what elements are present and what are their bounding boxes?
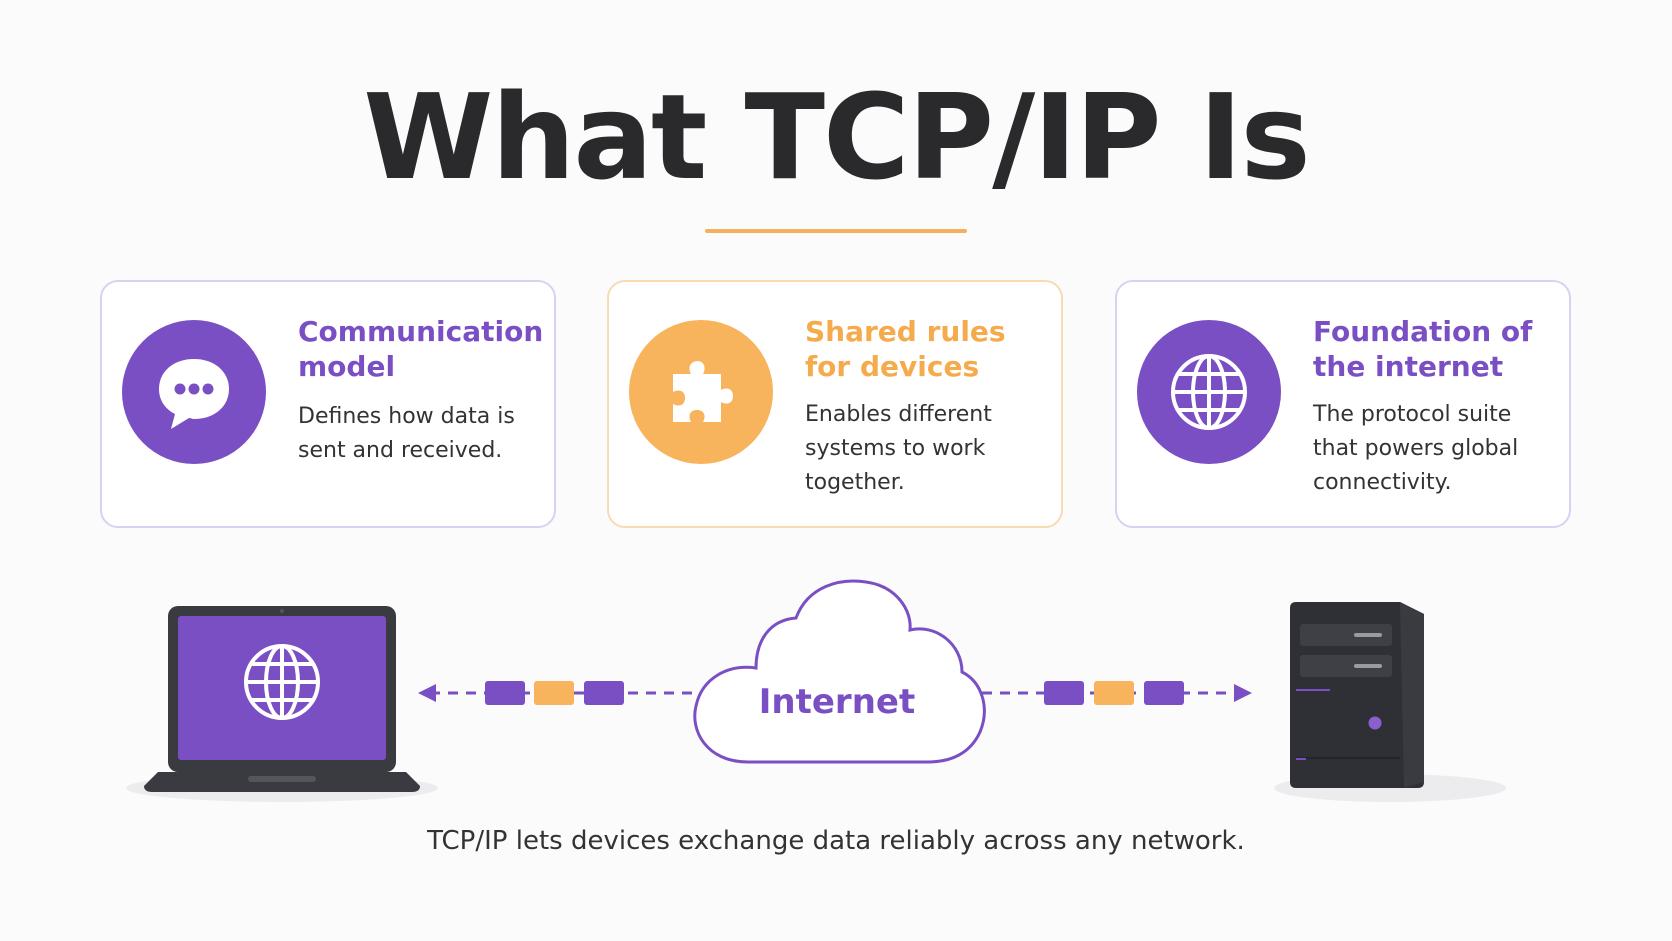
laptop-icon	[144, 606, 420, 792]
puzzle-piece-icon	[629, 320, 773, 464]
card-heading: Communication model	[298, 315, 544, 383]
left-data-flow	[418, 681, 692, 705]
cloud-icon	[693, 579, 986, 764]
caption: TCP/IP lets devices exchange data reliab…	[427, 826, 1245, 856]
card-heading: Shared rules for devices	[805, 315, 1006, 383]
globe-icon	[1137, 320, 1281, 464]
internet-label: Internet	[758, 682, 916, 722]
server-icon	[1290, 602, 1424, 788]
right-data-flow	[982, 681, 1252, 705]
card-heading: Foundation of the internet	[1313, 315, 1533, 383]
card-description: Enables different systems to work togeth…	[805, 402, 992, 495]
title-underline	[705, 229, 967, 233]
network-diagram: Internet	[0, 560, 1672, 820]
card-foundation: Foundation of the internet The protocol …	[1115, 280, 1571, 528]
page-title: What TCP/IP Is	[363, 68, 1311, 206]
chat-bubble-icon	[122, 320, 266, 464]
card-communication-model: Communication model Defines how data is …	[100, 280, 556, 528]
card-description: Defines how data is sent and received.	[298, 404, 515, 463]
card-description: The protocol suite that powers global co…	[1313, 402, 1519, 495]
card-shared-rules: Shared rules for devices Enables differe…	[607, 280, 1063, 528]
